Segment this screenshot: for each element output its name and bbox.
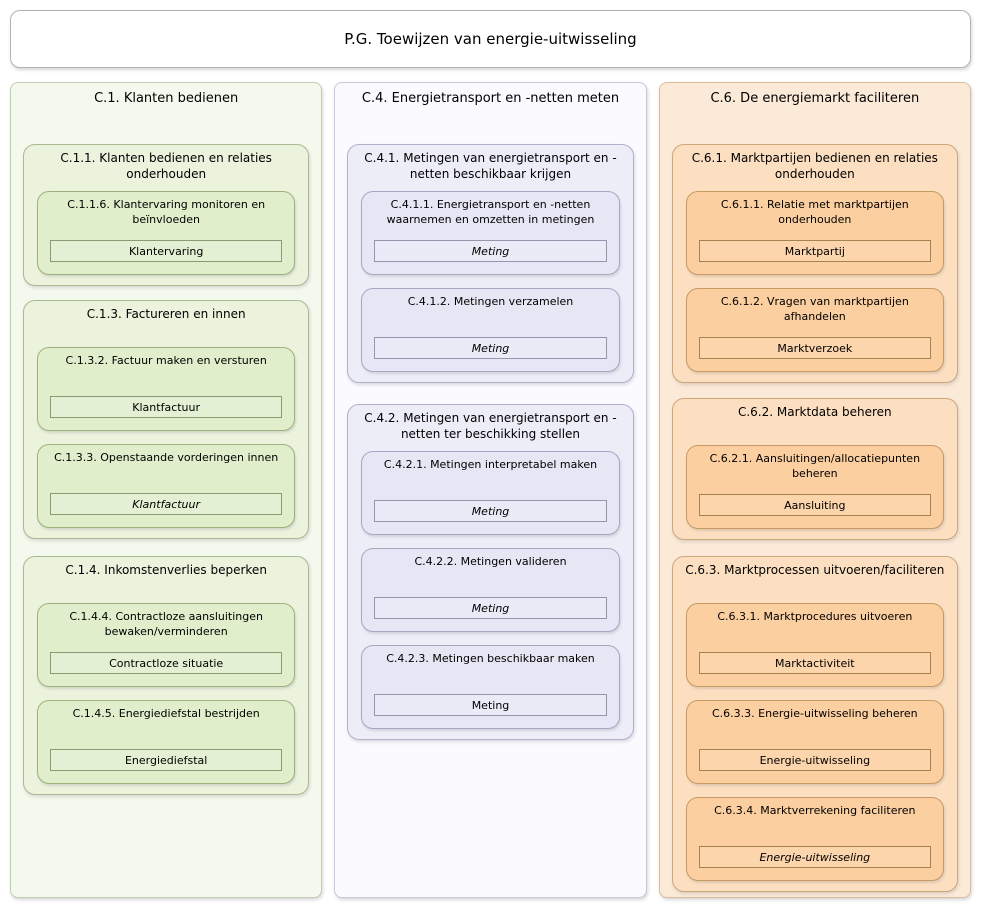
object-label: Klantervaring xyxy=(128,244,204,258)
object-label: Meting xyxy=(471,601,510,615)
process-c144-title: C.1.4.4. Contractloze aansluitingen bewa… xyxy=(69,610,263,638)
column-c1: C.1. Klanten bedienen C.1.1. Klanten bed… xyxy=(10,82,323,898)
object-box: Meting xyxy=(374,240,607,262)
process-c412-title: C.4.1.2. Metingen verzamelen xyxy=(407,295,574,308)
object-box: Klantervaring xyxy=(50,240,283,262)
object-box: Energiediefstal xyxy=(50,749,283,771)
group-c42: C.4.2. Metingen van energietransport en … xyxy=(347,404,634,740)
group-c13-title: C.1.3. Factureren en innen xyxy=(86,307,246,321)
process-c631-title: C.6.3.1. Marktprocedures uitvoeren xyxy=(717,610,913,623)
process-c621: C.6.2.1. Aansluitingen/allocatiepunten b… xyxy=(685,445,944,529)
process-c144: C.1.4.4. Contractloze aansluitingen bewa… xyxy=(37,603,296,687)
object-label: Aansluiting xyxy=(784,498,846,512)
process-c422-title: C.4.2.2. Metingen valideren xyxy=(414,555,567,568)
process-c621-title: C.6.2.1. Aansluitingen/allocatiepunten b… xyxy=(709,452,921,480)
process-c423-title: C.4.2.3. Metingen beschikbaar maken xyxy=(386,652,595,665)
object-label: Klantfactuur xyxy=(132,497,201,511)
process-c132-title: C.1.3.2. Factuur maken en versturen xyxy=(65,354,267,367)
column-c6-title: C.6. De energiemarkt faciliteren xyxy=(710,91,920,106)
column-c6: C.6. De energiemarkt faciliteren C.6.1. … xyxy=(658,82,971,898)
process-c116-title: C.1.1.6. Klantervaring monitoren en beïn… xyxy=(67,198,266,226)
object-box: Klantfactuur xyxy=(50,493,283,515)
process-c411: C.4.1.1. Energietransport en -netten waa… xyxy=(361,191,620,275)
group-c11: C.1.1. Klanten bedienen en relaties onde… xyxy=(23,144,310,286)
group-c62-title: C.6.2. Marktdata beheren xyxy=(737,405,892,419)
object-label: Marktpartij xyxy=(784,244,845,258)
object-box: Energie-uitwisseling xyxy=(698,749,931,771)
group-c61-title: C.6.1. Marktpartijen bedienen en relatie… xyxy=(691,151,938,181)
process-c422: C.4.2.2. Metingen valideren Meting xyxy=(361,548,620,632)
object-box: Meting xyxy=(374,500,607,522)
group-c13: C.1.3. Factureren en innen C.1.3.2. Fact… xyxy=(23,300,310,539)
column-c4: C.4. Energietransport en -netten meten C… xyxy=(334,82,647,898)
object-label: Klantfactuur xyxy=(132,400,201,414)
group-c63: C.6.3. Marktprocessen uitvoeren/facilite… xyxy=(671,556,958,892)
object-box: Marktverzoek xyxy=(698,337,931,359)
process-c423: C.4.2.3. Metingen beschikbaar maken Meti… xyxy=(361,645,620,729)
process-c633-title: C.6.3.3. Energie-uitwisseling beheren xyxy=(711,707,918,720)
group-c41-title: C.4.1. Metingen van energietransport en … xyxy=(364,151,617,181)
group-c41: C.4.1. Metingen van energietransport en … xyxy=(347,144,634,383)
object-label: Contractloze situatie xyxy=(109,656,224,670)
object-box: Klantfactuur xyxy=(50,396,283,418)
group-c42-title: C.4.2. Metingen van energietransport en … xyxy=(364,411,617,441)
process-c612: C.6.1.2. Vragen van marktpartijen afhand… xyxy=(685,288,944,372)
object-label: Meting xyxy=(471,244,510,258)
process-c634-title: C.6.3.4. Marktverrekening faciliteren xyxy=(714,804,916,817)
process-c611: C.6.1.1. Relatie met marktpartijen onder… xyxy=(685,191,944,275)
process-c132: C.1.3.2. Factuur maken en versturen Klan… xyxy=(37,347,296,431)
process-c634: C.6.3.4. Marktverrekening faciliteren En… xyxy=(685,797,944,881)
object-label: Meting xyxy=(471,504,510,518)
process-c633: C.6.3.3. Energie-uitwisseling beheren En… xyxy=(685,700,944,784)
object-box: Marktpartij xyxy=(698,240,931,262)
process-c611-title: C.6.1.1. Relatie met marktpartijen onder… xyxy=(720,198,909,226)
object-label: Energie-uitwisseling xyxy=(759,753,871,767)
column-c1-title: C.1. Klanten bedienen xyxy=(94,91,239,106)
object-box: Aansluiting xyxy=(698,494,931,516)
process-c133: C.1.3.3. Openstaande vorderingen innen K… xyxy=(37,444,296,528)
column-c4-title: C.4. Energietransport en -netten meten xyxy=(361,91,620,106)
columns-row: C.1. Klanten bedienen C.1.1. Klanten bed… xyxy=(10,82,971,898)
process-c145-title: C.1.4.5. Energiediefstal bestrijden xyxy=(72,707,260,720)
object-label: Energie-uitwisseling xyxy=(759,850,871,864)
object-label: Marktactiviteit xyxy=(775,656,855,670)
object-box: Meting xyxy=(374,337,607,359)
object-box: Energie-uitwisseling xyxy=(698,846,931,868)
process-c412: C.4.1.2. Metingen verzamelen Meting xyxy=(361,288,620,372)
process-c421: C.4.2.1. Metingen interpretabel maken Me… xyxy=(361,451,620,535)
process-c411-title: C.4.1.1. Energietransport en -netten waa… xyxy=(386,198,595,226)
process-c421-title: C.4.2.1. Metingen interpretabel maken xyxy=(383,458,598,471)
group-c14: C.1.4. Inkomstenverlies beperken C.1.4.4… xyxy=(23,556,310,795)
group-c63-title: C.6.3. Marktprocessen uitvoeren/facilite… xyxy=(685,563,945,577)
object-label: Marktverzoek xyxy=(777,341,853,355)
object-box: Meting xyxy=(374,597,607,619)
process-c116: C.1.1.6. Klantervaring monitoren en beïn… xyxy=(37,191,296,275)
process-c631: C.6.3.1. Marktprocedures uitvoeren Markt… xyxy=(685,603,944,687)
process-c145: C.1.4.5. Energiediefstal bestrijden Ener… xyxy=(37,700,296,784)
object-label: Meting xyxy=(471,341,510,355)
process-c612-title: C.6.1.2. Vragen van marktpartijen afhand… xyxy=(720,295,909,323)
group-c62: C.6.2. Marktdata beheren C.6.2.1. Aanslu… xyxy=(671,398,958,540)
object-box: Meting xyxy=(374,694,607,716)
group-c11-title: C.1.1. Klanten bedienen en relaties onde… xyxy=(60,151,272,181)
process-c133-title: C.1.3.3. Openstaande vorderingen innen xyxy=(54,451,279,464)
object-box: Marktactiviteit xyxy=(698,652,931,674)
object-label: Meting xyxy=(471,698,510,712)
object-label: Energiediefstal xyxy=(124,753,208,767)
group-c61: C.6.1. Marktpartijen bedienen en relatie… xyxy=(671,144,958,383)
object-box: Contractloze situatie xyxy=(50,652,283,674)
diagram-title-box: P.G. Toewijzen van energie-uitwisseling xyxy=(10,10,971,68)
group-c14-title: C.1.4. Inkomstenverlies beperken xyxy=(65,563,267,577)
diagram-title: P.G. Toewijzen van energie-uitwisseling xyxy=(344,30,637,48)
